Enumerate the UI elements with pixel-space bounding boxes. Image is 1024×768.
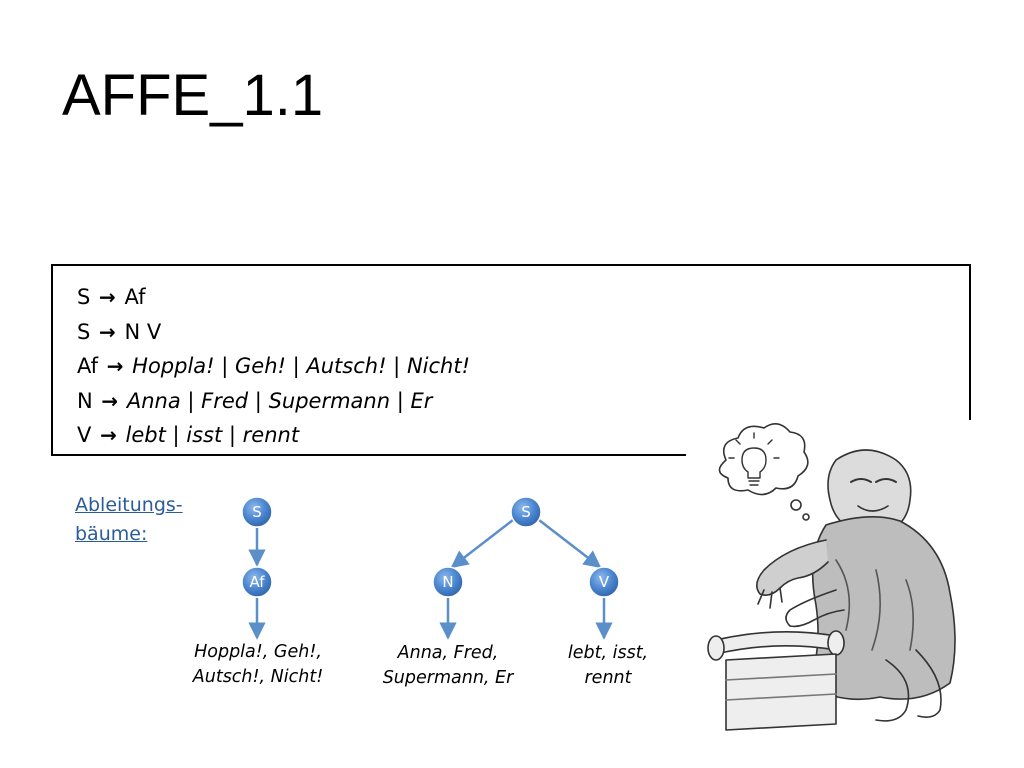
- tree2-root-label: S: [521, 503, 531, 521]
- tree2-right-label: V: [599, 573, 610, 591]
- typewriter: [708, 631, 844, 730]
- tree1-leaf: Hoppla!, Geh!, Autsch!, Nicht!: [168, 640, 348, 690]
- tree2-edge-s-n: [452, 520, 513, 567]
- tree2-node-left: N: [433, 567, 463, 597]
- tree2-left-leaf-line1: Anna, Fred,: [368, 641, 528, 666]
- tree2-left-leaf: Anna, Fred, Supermann, Er: [368, 641, 528, 691]
- monkey-typewriter-illustration: [686, 420, 986, 750]
- tree2-right-leaf: lebt, isst, rennt: [548, 641, 668, 691]
- tree1-node-root: S: [242, 497, 272, 527]
- tree1-leaf-line2: Autsch!, Nicht!: [168, 665, 348, 690]
- tree1-node-child: Af: [242, 567, 272, 597]
- tree1-child-label: Af: [249, 573, 265, 591]
- thought-cloud: [719, 424, 807, 495]
- tree1-root-label: S: [252, 503, 262, 521]
- tree1-leaf-line1: Hoppla!, Geh!,: [168, 640, 348, 665]
- tree2-right-leaf-line2: rennt: [548, 666, 668, 691]
- lightbulb-icon: [729, 433, 779, 485]
- tree2-right-leaf-line1: lebt, isst,: [548, 641, 668, 666]
- tree2-edge-s-v: [539, 520, 600, 567]
- tree2-left-leaf-line2: Supermann, Er: [368, 666, 528, 691]
- tree2-left-label: N: [442, 573, 453, 591]
- tree2-node-root: S: [511, 497, 541, 527]
- tree2-node-right: V: [589, 567, 619, 597]
- monkey-sketch-icon: [686, 420, 986, 750]
